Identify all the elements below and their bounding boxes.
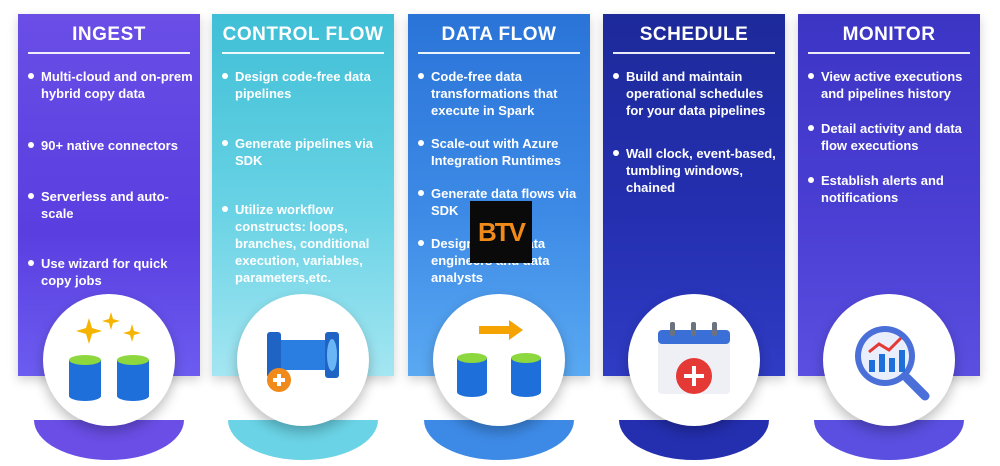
icon-stand (228, 420, 378, 460)
schedule-icon-circle (628, 294, 760, 426)
feature-item: 90+ native connectors (28, 137, 194, 154)
card-title: CONTROL FLOW (222, 24, 384, 45)
feature-item: View active executions and pipelines his… (808, 68, 974, 102)
icon-stand (424, 420, 574, 460)
feature-item: Detail activity and data flow executions (808, 120, 974, 154)
card-title: MONITOR (842, 24, 936, 45)
feature-item: Establish alerts and notifications (808, 172, 974, 206)
feature-list: Multi-cloud and on-prem hybrid copy data… (18, 54, 200, 289)
btv-logo: BTV (470, 201, 532, 263)
feature-item: Scale-out with Azure Integration Runtime… (418, 135, 584, 169)
title-divider (808, 52, 970, 54)
icon-stand (619, 420, 769, 460)
logo-text: BTV (478, 216, 526, 247)
feature-item: Build and maintain operational schedules… (613, 68, 779, 119)
icon-stand (814, 420, 964, 460)
database-sparkle-icon (69, 312, 149, 401)
calendar-add-icon (658, 322, 730, 394)
card-control-flow: CONTROL FLOW Design code-free data pipel… (212, 14, 394, 376)
feature-item: Wall clock, event-based, tumbling window… (613, 145, 779, 196)
feature-item: Use wizard for quick copy jobs (28, 255, 194, 289)
monitor-chart-icon (855, 326, 930, 401)
feature-list: Build and maintain operational schedules… (603, 54, 785, 196)
feature-item: Design code-free data pipelines (222, 68, 388, 102)
ingest-icon-circle (43, 294, 175, 426)
data-flow-icon-circle (433, 294, 565, 426)
card-title: SCHEDULE (639, 24, 749, 45)
title-divider (418, 52, 580, 54)
database-transfer-icon (457, 320, 541, 397)
title-divider (613, 52, 775, 54)
feature-list: View active executions and pipelines his… (798, 54, 980, 206)
icon-stand (34, 420, 184, 460)
monitor-icon-circle (823, 294, 955, 426)
card-title: DATA FLOW (441, 24, 557, 45)
control-flow-icon-circle (237, 294, 369, 426)
feature-item: Generate data flows via SDK (418, 185, 584, 219)
feature-item: Generate pipelines via SDK (222, 135, 388, 169)
feature-item: Serverless and auto-scale (28, 188, 194, 222)
card-title: INGEST (72, 24, 146, 45)
feature-item: Code-free data transformations that exec… (418, 68, 584, 119)
feature-item: Multi-cloud and on-prem hybrid copy data (28, 68, 194, 102)
pipe-add-icon (267, 332, 339, 392)
title-divider (222, 52, 384, 54)
title-divider (28, 52, 190, 54)
feature-list: Design code-free data pipelines Generate… (212, 54, 394, 286)
feature-item: Utilize workflow constructs: loops, bran… (222, 201, 388, 286)
